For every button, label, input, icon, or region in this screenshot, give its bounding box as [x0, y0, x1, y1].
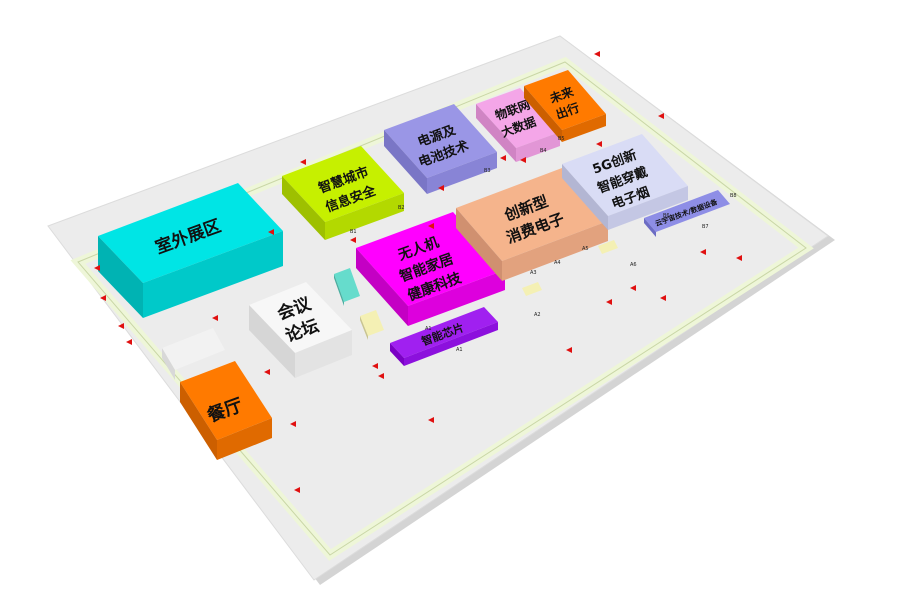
kiosk-yellow-2[interactable] [522, 282, 542, 296]
code-B8: B8 [730, 193, 737, 199]
kiosk-yellow-3[interactable] [598, 240, 618, 254]
zone-forum[interactable]: 会议 论坛 [249, 282, 352, 378]
kiosk-teal[interactable] [334, 268, 360, 306]
area-codes: B1 B2 B3 B4 B5 B6 B7 B8 A1 A1 A2 A3 A4 A… [350, 136, 737, 353]
zone-smart-city[interactable]: 智慧城市 信息安全 [282, 146, 404, 240]
code-A1b: A1 [456, 347, 463, 353]
code-A3: A3 [530, 270, 537, 276]
zone-future[interactable]: 未来 出行 [524, 70, 606, 142]
zone-5g[interactable]: 5G创新 智能穿戴 电子烟 [562, 134, 688, 230]
code-B6: B6 [663, 213, 670, 219]
code-A2: A2 [534, 312, 541, 318]
code-B3: B3 [484, 168, 491, 174]
code-A6: A6 [630, 262, 637, 268]
zone-power[interactable]: 电源及 电池技术 [384, 104, 497, 194]
code-B4: B4 [540, 148, 547, 154]
zone-outdoor[interactable]: 室外展区 [98, 183, 283, 318]
zone-chip[interactable]: 智能芯片 [390, 307, 498, 366]
direction-arrows [94, 51, 742, 493]
code-B5: B5 [558, 136, 565, 142]
code-B7: B7 [702, 224, 709, 230]
code-B2: B2 [398, 205, 405, 211]
code-A1a: A1 [425, 326, 432, 332]
zone-iot[interactable]: 物联网 大数据 [476, 88, 560, 162]
code-A4: A4 [554, 260, 561, 266]
kiosk-yellow[interactable] [360, 310, 384, 340]
code-B1: B1 [350, 229, 357, 235]
zone-restaurant[interactable]: 餐厅 [162, 328, 272, 460]
code-A5: A5 [582, 246, 589, 252]
zone-consumer-electronics[interactable]: 创新型 消费电子 [456, 168, 608, 281]
